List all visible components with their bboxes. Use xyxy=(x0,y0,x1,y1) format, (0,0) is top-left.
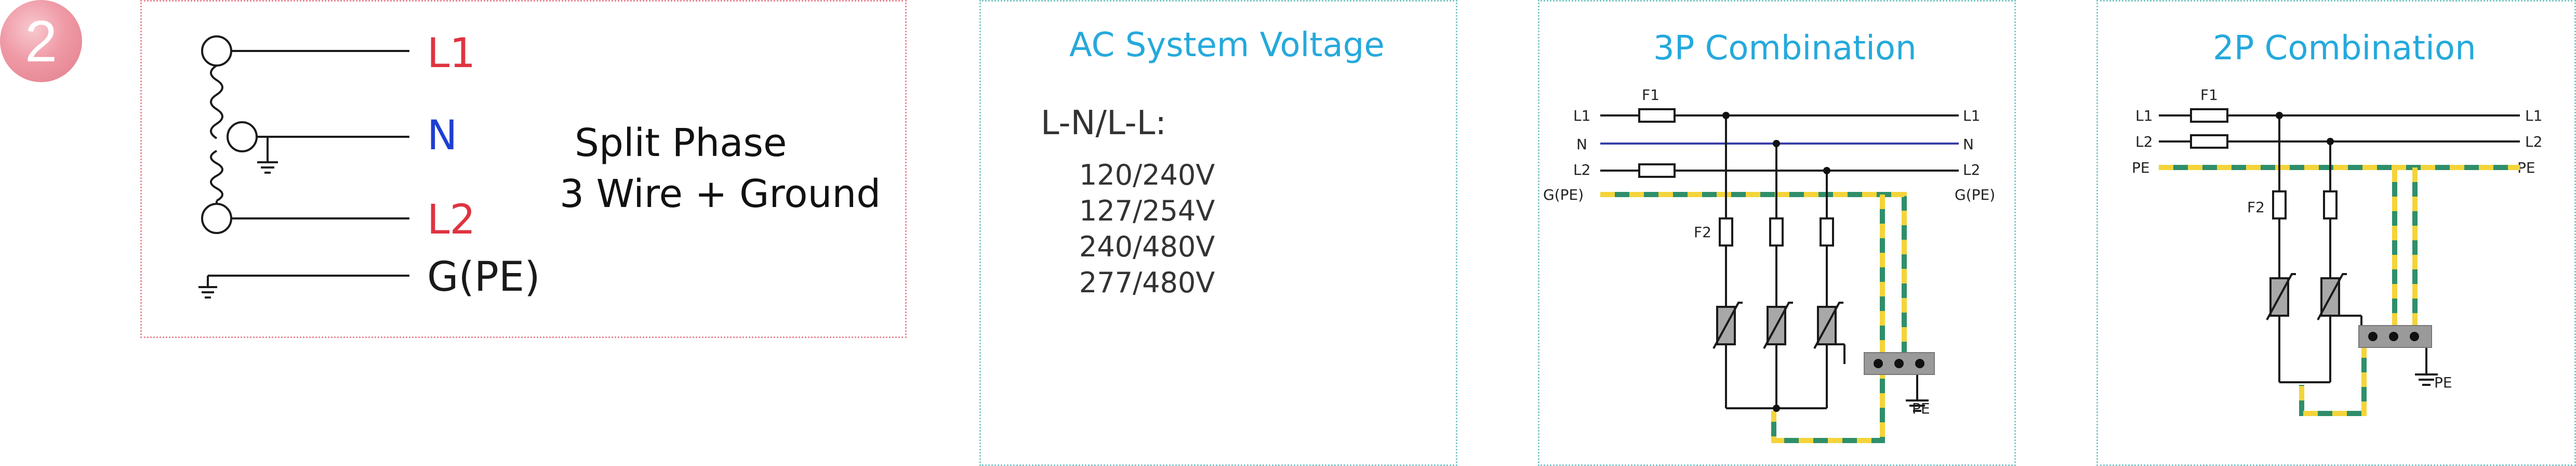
terminal-label-n: N xyxy=(427,112,458,159)
terminal-label-ground: G(PE) xyxy=(427,254,540,301)
voltage-value-3: 240/480V xyxy=(1079,230,1215,263)
combo-3p-left-label-n: N xyxy=(1576,136,1587,153)
combo-2p-fuse-f1-label: F1 xyxy=(2200,86,2218,103)
combo-3p-right-label-l1: L1 xyxy=(1963,107,1980,124)
combo-2p-pe-label: PE xyxy=(2434,374,2452,391)
combo-2p-right-label-pe: PE xyxy=(2517,159,2535,176)
combo-2p-left-label-l1: L1 xyxy=(2135,107,2153,124)
combo-3p-left-label-l2: L2 xyxy=(1573,161,1590,178)
combo-3p-left-label-l1: L1 xyxy=(1573,107,1590,124)
combo-2p-left-label-l2: L2 xyxy=(2135,133,2153,150)
split-phase-description-line1: Split Phase xyxy=(575,121,787,165)
combo-2p-wiring-diagram: L1 L2 PE L1 L2 PE F1 F2 PE xyxy=(2132,86,2542,416)
terminal-label-l1: L1 xyxy=(427,30,476,77)
voltage-value-4: 277/480V xyxy=(1079,266,1215,299)
combo-3p-right-label-gpe: G(PE) xyxy=(1955,186,1995,203)
voltage-value-2: 127/254V xyxy=(1079,195,1215,227)
combo-2p-fuse-f2-label: F2 xyxy=(2247,199,2265,216)
combo-3p-wiring-diagram: L1 N L2 G(PE) L1 N L2 G(PE) F1 F2 PE xyxy=(1543,86,1995,443)
combo-3p-title: 3P Combination xyxy=(1653,29,1917,68)
voltage-value-1: 120/240V xyxy=(1079,159,1215,191)
combo-2p-left-label-pe: PE xyxy=(2132,159,2150,176)
combo-2p-right-label-l1: L1 xyxy=(2525,107,2542,124)
combo-2p-panel xyxy=(2096,0,2576,466)
terminal-label-l2: L2 xyxy=(427,197,476,243)
step-number-badge: 2 xyxy=(0,0,82,82)
combo-3p-pe-label: PE xyxy=(1912,400,1930,417)
combo-3p-fuse-f2-label: F2 xyxy=(1694,224,1711,241)
split-phase-wiring-diagram xyxy=(198,35,409,299)
voltage-panel xyxy=(979,0,1457,466)
combo-3p-panel xyxy=(1538,0,2016,466)
voltage-panel-title: AC System Voltage xyxy=(1069,26,1385,64)
split-phase-panel xyxy=(140,0,907,338)
combo-3p-left-label-gpe: G(PE) xyxy=(1543,186,1584,203)
voltage-panel-subtitle: L-N/L-L: xyxy=(1041,104,1166,143)
combo-3p-fuse-f1-label: F1 xyxy=(1642,86,1659,103)
combo-2p-title: 2P Combination xyxy=(2213,29,2476,68)
combo-2p-right-label-l2: L2 xyxy=(2525,133,2542,150)
combo-3p-right-label-l2: L2 xyxy=(1963,161,1980,178)
combo-3p-right-label-n: N xyxy=(1963,136,1974,153)
step-number: 2 xyxy=(24,8,58,74)
split-phase-description-line2: 3 Wire + Ground xyxy=(560,172,881,216)
